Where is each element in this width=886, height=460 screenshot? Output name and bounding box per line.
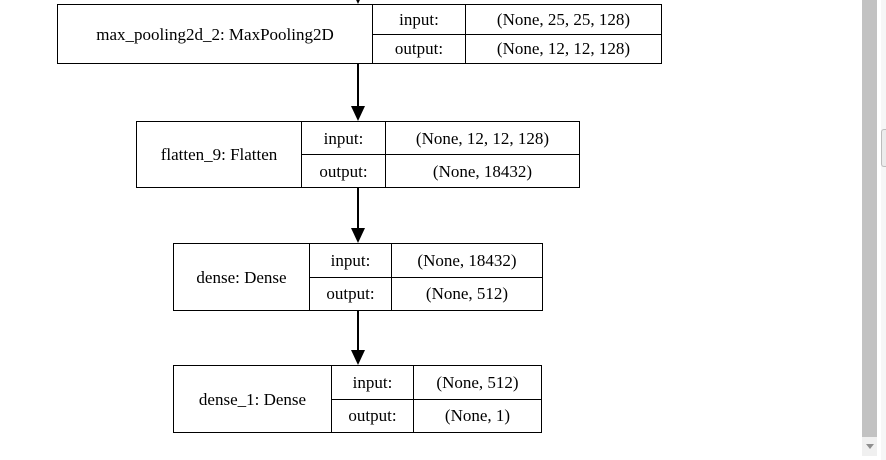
scrollbar-thumb[interactable]: [862, 0, 877, 437]
input-label: input:: [372, 5, 465, 34]
output-label: output:: [309, 276, 391, 310]
edge-line: [357, 64, 359, 108]
edge-arrowhead: [351, 350, 365, 365]
edge-arrowhead-top-stub: [351, 0, 365, 4]
output-label: output:: [372, 33, 465, 63]
layer-name: dense_1: Dense: [198, 389, 307, 409]
layer-name: flatten_9: Flatten: [160, 145, 278, 164]
output-shape: (None, 12, 12, 128): [465, 33, 661, 63]
layer-name: max_pooling2d_2: MaxPooling2D: [96, 24, 334, 44]
layer-node-flatten-9: flatten_9: Flatten input: (None, 12, 12,…: [136, 121, 580, 188]
input-label: input:: [331, 366, 413, 399]
output-shape: (None, 18432): [385, 154, 579, 187]
layer-node-max-pooling2d-2: max_pooling2d_2: MaxPooling2D input: (No…: [57, 4, 662, 64]
output-shape: (None, 1): [413, 398, 541, 432]
outer-scrollbar-track[interactable]: [881, 0, 886, 460]
scroll-down-arrow-icon: [865, 444, 874, 449]
input-shape: (None, 25, 25, 128): [465, 5, 661, 34]
input-shape: (None, 18432): [391, 244, 542, 277]
output-label: output:: [331, 398, 413, 432]
edge-line: [357, 188, 359, 230]
input-label: input:: [301, 122, 385, 154]
edge-arrowhead: [351, 228, 365, 243]
edge-line: [357, 311, 359, 352]
input-label: input:: [309, 244, 391, 277]
outer-scrollbar-thumb[interactable]: [881, 129, 886, 167]
edge-arrowhead: [351, 106, 365, 121]
output-label: output:: [301, 154, 385, 187]
input-shape: (None, 12, 12, 128): [385, 122, 579, 154]
output-shape: (None, 512): [391, 276, 542, 310]
layer-name: dense: Dense: [196, 267, 287, 287]
layer-node-dense-1: dense_1: Dense input: (None, 512) output…: [173, 365, 542, 433]
layer-node-dense: dense: Dense input: (None, 18432) output…: [173, 243, 543, 311]
scrollbar-down-button[interactable]: [862, 437, 877, 456]
input-shape: (None, 512): [413, 366, 541, 399]
